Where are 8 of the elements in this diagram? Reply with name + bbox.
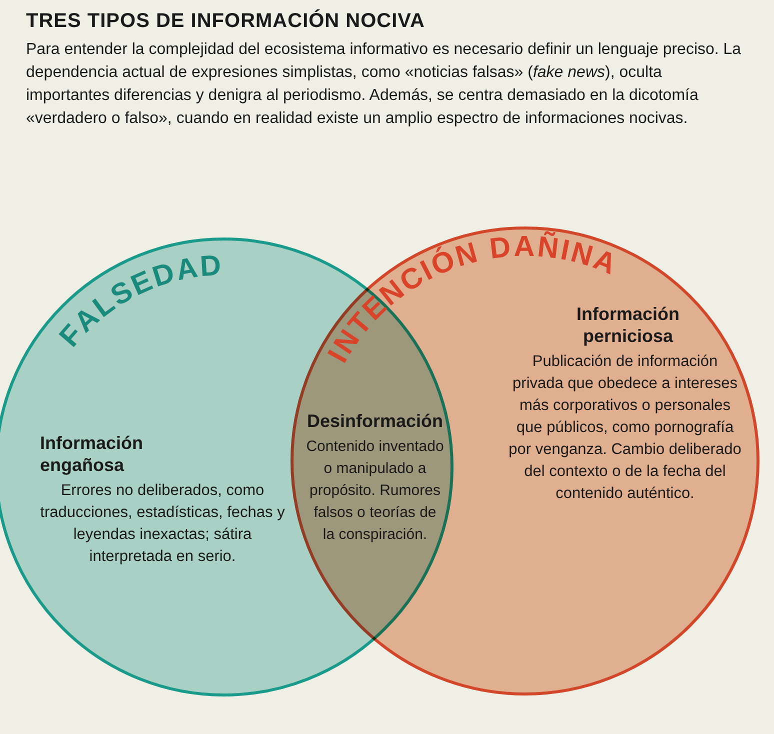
intro-paragraph: Para entender la complejidad del ecosistema informativo es necesario definir un lenguaje preciso. La dependencia actual de expresiones simplistas, como «noticias falsas» (fake news), oculta importantes diferencias y denigra al periodismo. Además, se centra demasiado en la dicotomía «verdadero o falso», cuando en realidad existe un amplio espectro de informaciones nocivas. [26, 40, 742, 129]
region-heading: Información perniciosa [575, 303, 680, 347]
region-text: Contenido inventado o manipulado a propósito. Rumores falsos o teorías de la conspiración. [306, 437, 444, 545]
region-text: Errores no deliberados, como traducciones, estadísticas, fechas y leyendas inexactas; sátira interpretada en serio. [40, 481, 285, 567]
diagram-title: TRES TIPOS DE INFORMACIÓN NOCIVA [26, 10, 425, 33]
region-heading: Información engañosa [40, 432, 144, 476]
region-heading: Desinformación [306, 410, 444, 432]
region-text: Publicación de información privada que obedece a intereses más corporativos o personales que públicos, como pornografía por venganza. Cambio deliberado del contexto o de la fecha del contenido auténtico. [508, 352, 742, 504]
